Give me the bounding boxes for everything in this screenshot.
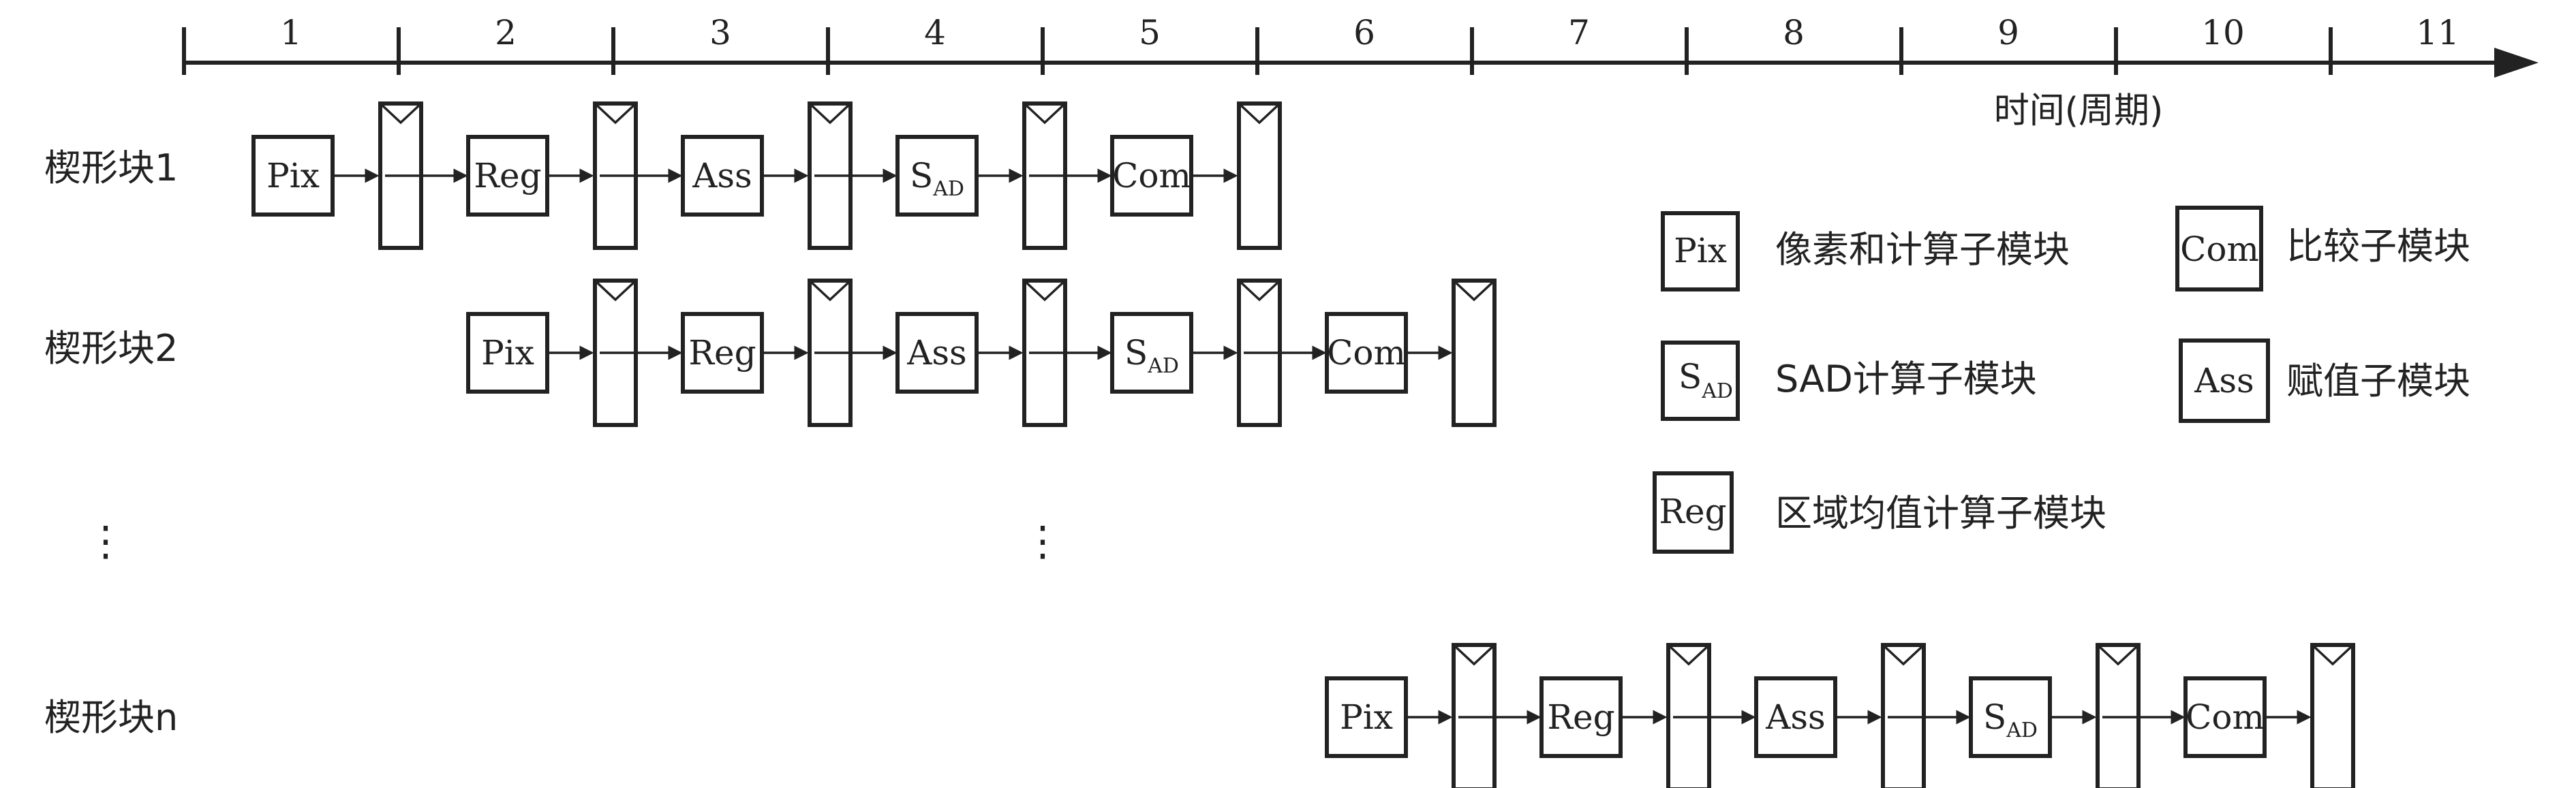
legend-reg-desc: 区域均值计算子模块: [1775, 492, 2106, 535]
period-label: 11: [2416, 13, 2459, 52]
legend: Pix 像素和计算子模块 Com 比较子模块 SAD SAD计算子模块 Ass …: [1653, 206, 2470, 554]
stage-sad-label: SAD: [1124, 333, 1179, 378]
stage-pix-box: [1325, 676, 1408, 758]
legend-sad-symbol: SAD: [1678, 357, 1733, 403]
stage-sad-label: SAD: [1983, 697, 2038, 742]
legend-pix-symbol: Pix: [1674, 231, 1727, 270]
period-label: 10: [2201, 13, 2245, 52]
clock-mark: [594, 102, 637, 125]
clock-mark: [1023, 279, 1067, 302]
clock-mark: [1238, 279, 1281, 302]
pipeline-row: Pix Reg Ass SAD Com: [1325, 643, 2355, 788]
legend-item-sad: SAD SAD计算子模块: [1661, 341, 2037, 421]
legend-pix-box: [1661, 211, 1740, 291]
row-labels: 楔形块1 楔形块2 楔形块n: [44, 146, 178, 739]
stage-ass-label: Ass: [906, 333, 966, 373]
row-label-1: 楔形块1: [44, 146, 178, 189]
stage-reg-label: Reg: [688, 333, 756, 373]
legend-ass-desc: 赋值子模块: [2286, 360, 2470, 403]
stage-sad-box: [1969, 676, 2052, 758]
stage-ass-box: [895, 312, 979, 394]
stage-ass-box: [1754, 676, 1837, 758]
legend-ass-symbol: Ass: [2194, 361, 2254, 400]
legend-reg-symbol: Reg: [1659, 492, 1726, 531]
legend-com-symbol: Com: [2180, 230, 2259, 269]
legend-pix-desc: 像素和计算子模块: [1775, 228, 2070, 271]
period-label: 4: [924, 13, 946, 52]
period-label: 9: [1997, 13, 2019, 52]
legend-item-com: Com 比较子模块: [2175, 206, 2470, 291]
legend-sad-desc: SAD计算子模块: [1775, 358, 2037, 400]
stage-pix-label: Pix: [1340, 697, 1393, 737]
pipeline-register: [1452, 279, 1497, 427]
stage-ass-label: Ass: [692, 156, 752, 195]
ellipsis-left: ⋮: [85, 518, 126, 565]
clock-mark: [808, 279, 852, 302]
period-label: 6: [1353, 13, 1375, 52]
time-axis: 1 2 3 4 5 6 7 8 9 10 11 时间(周期): [182, 13, 2539, 131]
stage-pix-label: Pix: [481, 333, 534, 373]
stage-reg-box: [466, 135, 549, 217]
period-label: 2: [495, 13, 517, 52]
clock-mark: [1452, 279, 1496, 302]
row-label-2: 楔形块2: [44, 327, 178, 370]
stage-ass-label: Ass: [1765, 697, 1825, 737]
clock-mark: [2311, 644, 2355, 666]
pipeline-register: [1237, 101, 1282, 250]
clock-mark: [1452, 644, 1496, 666]
stage-sad-label: SAD: [910, 156, 964, 201]
stage-com-box: [1325, 312, 1408, 394]
legend-ass-box: [2179, 338, 2270, 423]
period-label: 8: [1783, 13, 1805, 52]
legend-com-desc: 比较子模块: [2286, 225, 2470, 268]
axis-label: 时间(周期): [1994, 91, 2164, 131]
legend-com-box: [2175, 206, 2263, 291]
clock-mark: [1882, 644, 1925, 666]
stage-com-label: Com: [1112, 156, 1191, 195]
clock-mark: [594, 279, 637, 302]
stage-pix-label: Pix: [266, 156, 320, 195]
legend-reg-box: [1653, 471, 1734, 554]
clock-mark: [1023, 102, 1067, 125]
clock-mark: [1667, 644, 1711, 666]
time-axis-arrowhead: [2494, 48, 2539, 78]
stage-pix-box: [251, 135, 335, 217]
legend-item-ass: Ass 赋值子模块: [2179, 338, 2470, 423]
ellipsis-mid: ⋮: [1022, 518, 1063, 565]
pipeline-row: Pix Reg Ass SAD Com: [466, 279, 1497, 427]
legend-item-reg: Reg 区域均值计算子模块: [1653, 471, 2106, 554]
stage-reg-box: [681, 312, 764, 394]
period-label: 1: [280, 13, 302, 52]
stage-com-label: Com: [2186, 697, 2265, 737]
stage-com-box: [2183, 676, 2267, 758]
legend-item-pix: Pix 像素和计算子模块: [1661, 211, 2070, 291]
legend-sad-box: [1661, 341, 1740, 421]
clock-mark: [2096, 644, 2140, 666]
stage-reg-label: Reg: [1547, 697, 1614, 737]
row-label-n: 楔形块n: [44, 696, 178, 739]
period-label: 5: [1139, 13, 1161, 52]
pipeline-row: Pix Reg Ass SAD Com: [251, 101, 1282, 250]
stage-reg-label: Reg: [474, 156, 541, 195]
period-label: 3: [709, 13, 731, 52]
period-label: 7: [1568, 13, 1590, 52]
stage-com-label: Com: [1327, 333, 1406, 373]
clock-mark: [1238, 102, 1281, 125]
pipeline-register: [2310, 643, 2355, 788]
clock-mark: [379, 102, 423, 125]
clock-mark: [808, 102, 852, 125]
